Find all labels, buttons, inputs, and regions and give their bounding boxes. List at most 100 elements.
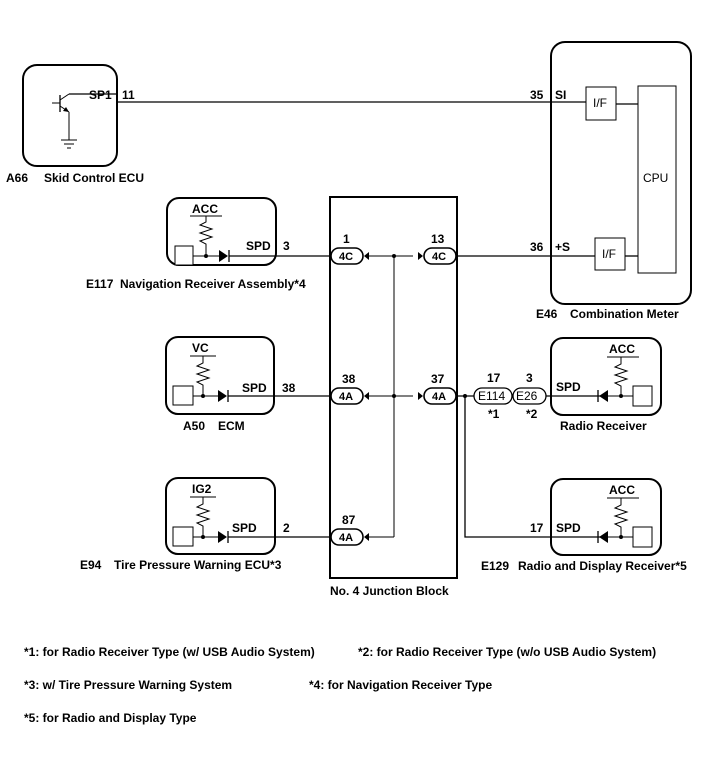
inline-connector-e26: E26 3 *2: [512, 371, 547, 421]
ground-icon: [61, 139, 77, 149]
svg-text:37: 37: [431, 372, 445, 386]
ecm: VC SPD 38 A50 ECM: [165, 336, 296, 433]
footnote-3: *3: w/ Tire Pressure Warning System: [24, 678, 232, 692]
tire-pin-number: 2: [283, 521, 290, 535]
ecm-power-label: VC: [192, 341, 209, 355]
junction-block-name: No. 4 Junction Block: [330, 584, 449, 598]
svg-text:1: 1: [343, 232, 350, 246]
svg-text:*2: *2: [526, 407, 538, 421]
tire-connector-code: E94: [80, 558, 102, 572]
if-label-top: I/F: [593, 96, 607, 110]
svg-text:E26: E26: [516, 389, 538, 403]
diode-icon: [219, 250, 230, 262]
svg-text:38: 38: [342, 372, 356, 386]
combination-meter-box: [550, 41, 692, 305]
signal-source-icon: [632, 385, 653, 407]
signal-source-icon: [172, 385, 194, 406]
resistor-icon: [613, 498, 629, 537]
nav-power-label: ACC: [192, 202, 218, 216]
cpu-block: [637, 85, 677, 274]
tire-pressure-ecu-box: [165, 477, 276, 555]
jb-connector-37-4a: 37 4A: [418, 372, 457, 405]
navigation-receiver-box: [166, 197, 277, 266]
jb-connector-1-4c: 1 4C: [330, 232, 369, 265]
meter-pin-si-number: 35: [530, 88, 544, 102]
svg-text:3: 3: [526, 371, 533, 385]
rdr-pin-number: 17: [530, 521, 544, 535]
tire-component-name: Tire Pressure Warning ECU*3: [114, 558, 282, 572]
skid-pin-number: 11: [122, 88, 135, 102]
skid-control-ecu-box: [22, 64, 118, 167]
signal-source-icon: [172, 526, 194, 547]
svg-text:4A: 4A: [339, 391, 353, 403]
svg-text:4C: 4C: [339, 251, 353, 263]
interface-block-top: [585, 86, 617, 121]
junction-block-box: [329, 196, 458, 579]
skid-control-ecu: SP1 11 A66 Skid Control ECU: [6, 64, 144, 185]
footnote-1: *1: for Radio Receiver Type (w/ USB Audi…: [24, 645, 315, 659]
diode-icon: [218, 531, 229, 543]
radio-display-receiver: ACC 17 SPD E129 Radio and Display Receiv…: [481, 478, 687, 573]
svg-text:4A: 4A: [339, 532, 353, 544]
nav-pin-number: 3: [283, 239, 290, 253]
footnote-2: *2: for Radio Receiver Type (w/o USB Aud…: [358, 645, 656, 659]
footnote-4: *4: for Navigation Receiver Type: [309, 678, 492, 692]
if-label-bottom: I/F: [602, 247, 616, 261]
nav-component-name: Navigation Receiver Assembly*4: [120, 277, 306, 291]
jb-connector-87-4a: 87 4A: [330, 513, 369, 546]
svg-text:17: 17: [487, 371, 501, 385]
wire-jb-radio-display: [464, 396, 600, 538]
tire-power-label: IG2: [192, 482, 212, 496]
meter-connector-code: E46: [536, 307, 558, 321]
skid-pin-label: SP1: [89, 88, 112, 102]
inline-connector-e114: E114 17 *1: [473, 371, 513, 421]
junction-block: No. 4 Junction Block 1 4C 13 4C 38 4A: [329, 196, 458, 598]
svg-text:4A: 4A: [432, 391, 446, 403]
resistor-icon: [198, 216, 214, 256]
resistor-icon: [195, 497, 211, 537]
svg-text:*1: *1: [488, 407, 500, 421]
skid-component-name: Skid Control ECU: [44, 171, 144, 185]
rdr-connector-code: E129: [481, 559, 509, 573]
diode-icon: [218, 390, 229, 402]
svg-text:87: 87: [342, 513, 356, 527]
ecm-component-name: ECM: [218, 419, 245, 433]
transistor-icon: [52, 93, 117, 140]
tire-pin-label: SPD: [232, 521, 257, 535]
meter-pin-s-label: +S: [555, 240, 570, 254]
meter-pin-si-label: SI: [555, 88, 566, 102]
radio-pin-label: SPD: [556, 380, 581, 394]
interface-block-bottom: [594, 237, 626, 271]
ecm-connector-code: A50: [183, 419, 205, 433]
ecm-pin-number: 38: [282, 381, 296, 395]
nav-connector-code: E117: [86, 277, 114, 291]
nav-pin-label: SPD: [246, 239, 271, 253]
radio-receiver: ACC SPD Radio Receiver: [550, 337, 662, 433]
combination-meter: I/F CPU I/F 35 SI 36 +S E46 Combination …: [530, 41, 692, 321]
diode-icon: [597, 531, 608, 543]
ecm-box: [165, 336, 275, 415]
footnote-5: *5: for Radio and Display Type: [24, 711, 197, 725]
jb-connector-13-4c: 13 4C: [418, 232, 457, 265]
meter-pin-s-number: 36: [530, 240, 544, 254]
rdr-pin-label: SPD: [556, 521, 581, 535]
svg-text:4C: 4C: [432, 251, 446, 263]
resistor-icon: [195, 356, 211, 396]
tire-pressure-ecu: IG2 SPD 2 E94 Tire Pressure Warning ECU*…: [80, 477, 290, 572]
rdr-power-label: ACC: [609, 483, 635, 497]
radio-component-name: Radio Receiver: [560, 419, 647, 433]
signal-source-icon: [174, 245, 194, 266]
signal-source-icon: [632, 526, 653, 548]
svg-text:E114: E114: [478, 389, 505, 403]
skid-connector-code: A66: [6, 171, 28, 185]
radio-receiver-box: [550, 337, 662, 416]
cpu-label: CPU: [643, 171, 668, 185]
meter-component-name: Combination Meter: [570, 307, 679, 321]
rdr-component-name: Radio and Display Receiver*5: [518, 559, 687, 573]
diode-icon: [597, 390, 608, 402]
radio-power-label: ACC: [609, 342, 635, 356]
ecm-pin-label: SPD: [242, 381, 267, 395]
svg-text:13: 13: [431, 232, 445, 246]
navigation-receiver: ACC SPD 3 E117 Navigation Receiver Assem…: [86, 197, 306, 291]
